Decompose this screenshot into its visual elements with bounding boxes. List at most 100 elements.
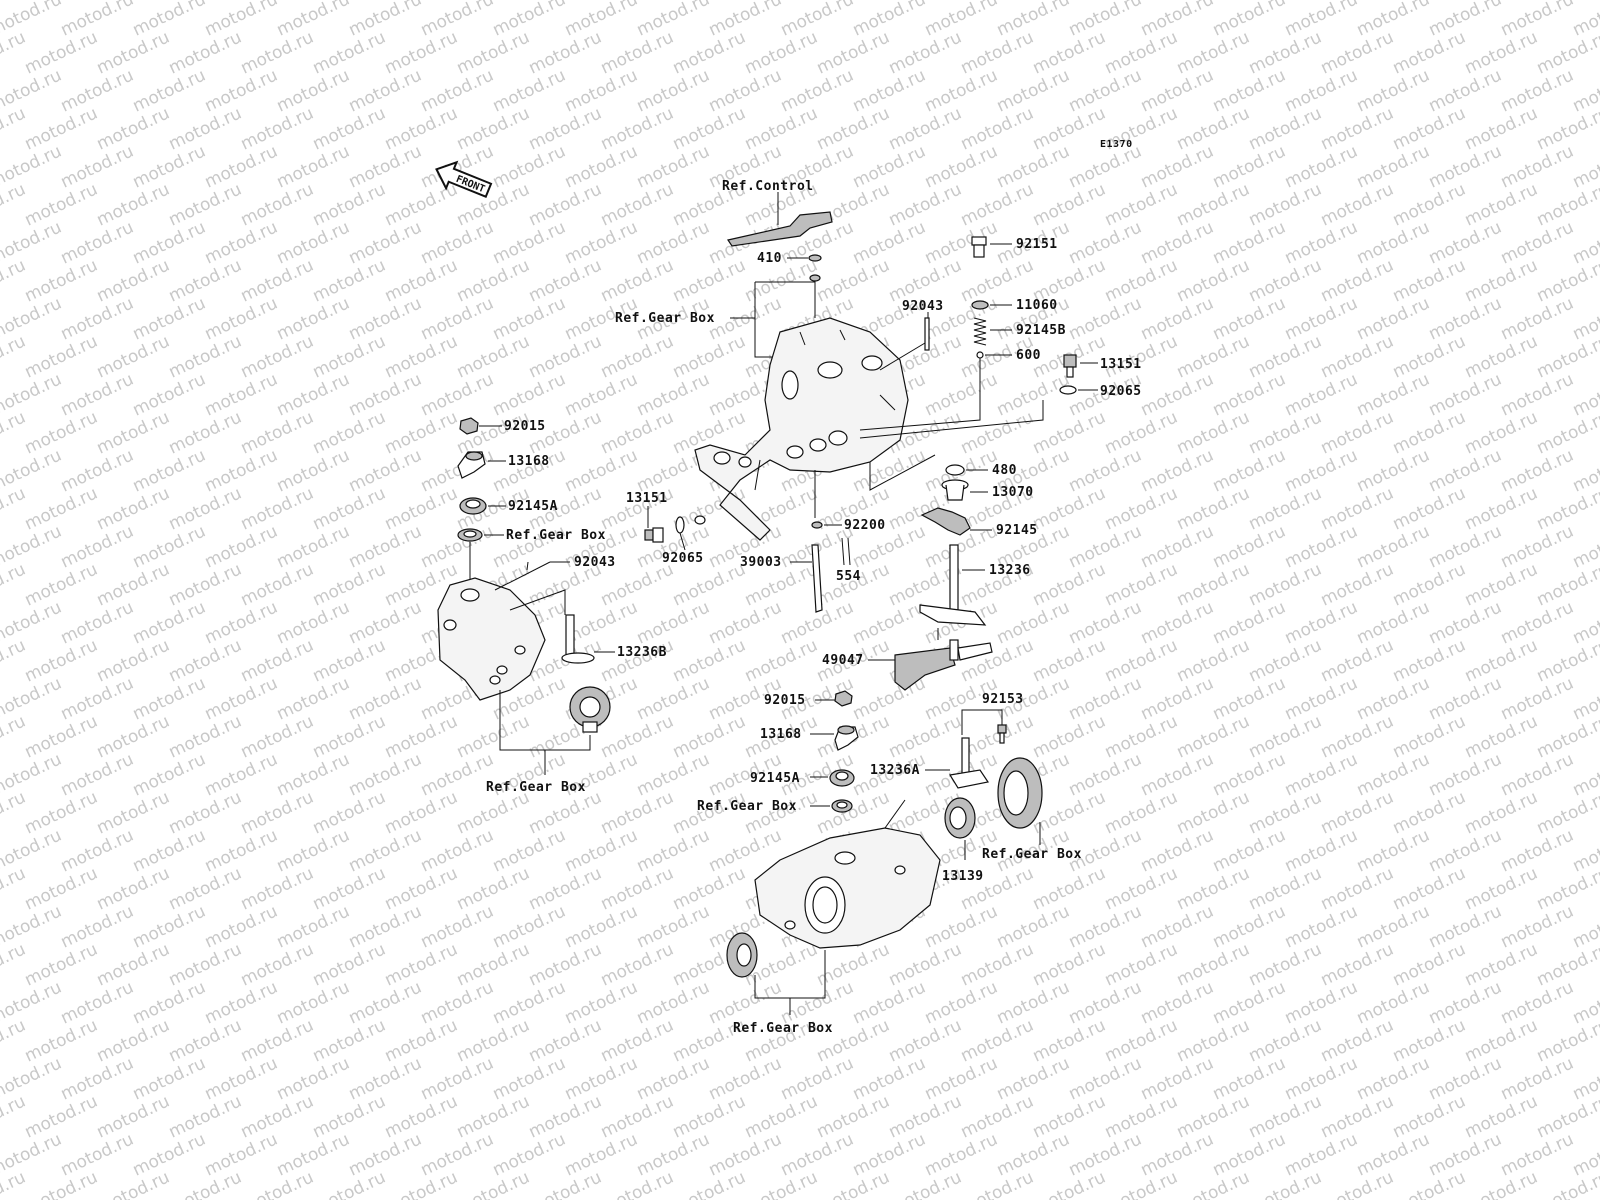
watermark-text: motod.ru (994, 977, 1073, 1028)
watermark-text: motod.ru (670, 27, 749, 78)
watermark-text: motod.ru (94, 863, 173, 914)
watermark-text: motod.ru (1354, 0, 1433, 41)
gear-13139 (944, 797, 976, 839)
watermark-text: motod.ru (742, 103, 821, 154)
watermark-text: motod.ru (166, 863, 245, 914)
watermark-text: motod.ru (238, 1091, 317, 1142)
watermark-text: motod.ru (130, 1129, 209, 1180)
label-92015-mid: 92015 (764, 693, 806, 708)
watermark-text: motod.ru (634, 141, 713, 192)
watermark-text: motod.ru (274, 673, 353, 724)
watermark-text: motod.ru (1138, 141, 1217, 192)
watermark-text: motod.ru (274, 749, 353, 800)
watermark-text: motod.ru (130, 445, 209, 496)
spring-92145A-left (459, 497, 487, 515)
watermark-text: motod.ru (454, 711, 533, 762)
watermark-text: motod.ru (1174, 939, 1253, 990)
watermark-text: motod.ru (1030, 939, 1109, 990)
watermark-text: motod.ru (1174, 711, 1253, 762)
watermark-text: motod.ru (1354, 901, 1433, 952)
watermark-text: motod.ru (490, 901, 569, 952)
watermark-text: motod.ru (742, 27, 821, 78)
watermark-text: motod.ru (382, 1091, 461, 1142)
bolt-92153 (997, 724, 1007, 744)
watermark-text: motod.ru (1282, 0, 1361, 41)
watermark-text: motod.ru (1030, 1015, 1109, 1066)
watermark-text: motod.ru (1426, 1053, 1505, 1104)
watermark-text: motod.ru (1498, 65, 1577, 116)
watermark-text: motod.ru (1354, 445, 1433, 496)
lower-gear-housing (754, 827, 941, 949)
watermark-text: motod.ru (202, 1129, 281, 1180)
watermark-text: motod.ru (94, 787, 173, 838)
watermark-text: motod.ru (634, 597, 713, 648)
label-13151-left: 13151 (626, 491, 668, 506)
watermark-text: motod.ru (346, 65, 425, 116)
label-13236A: 13236A (870, 763, 920, 778)
watermark-text: motod.ru (346, 217, 425, 268)
watermark-text: motod.ru (1246, 1015, 1325, 1066)
label-11060: 11060 (1016, 298, 1058, 313)
watermark-text: motod.ru (1210, 217, 1289, 268)
watermark-text: motod.ru (922, 141, 1001, 192)
label-ref-gear-box-right: Ref.Gear Box (982, 847, 1082, 862)
watermark-text: motod.ru (1426, 369, 1505, 420)
watermark-text: motod.ru (994, 141, 1073, 192)
watermark-text: motod.ru (58, 369, 137, 420)
watermark-text: motod.ru (1426, 977, 1505, 1028)
watermark-text: motod.ru (814, 559, 893, 610)
watermark-text: motod.ru (346, 977, 425, 1028)
watermark-text: motod.ru (598, 407, 677, 458)
watermark-text: motod.ru (1282, 673, 1361, 724)
watermark-text: motod.ru (958, 635, 1037, 686)
watermark-text: motod.ru (598, 863, 677, 914)
watermark-text: motod.ru (310, 787, 389, 838)
watermark-text: motod.ru (454, 331, 533, 382)
watermark-text: motod.ru (418, 977, 497, 1028)
watermark-text: motod.ru (1102, 863, 1181, 914)
watermark-text: motod.ru (346, 141, 425, 192)
watermark-text: motod.ru (22, 179, 101, 230)
watermark-text: motod.ru (58, 0, 137, 41)
watermark-text: motod.ru (1138, 1129, 1217, 1180)
watermark-text: motod.ru (274, 369, 353, 420)
watermark-text: motod.ru (1462, 483, 1541, 534)
watermark-text: motod.ru (1066, 445, 1145, 496)
watermark-text: motod.ru (1066, 521, 1145, 572)
watermark-text: motod.ru (922, 369, 1001, 420)
watermark-text: motod.ru (634, 825, 713, 876)
watermark-text: motod.ru (22, 635, 101, 686)
watermark-text: motod.ru (1066, 293, 1145, 344)
watermark-text: motod.ru (1426, 597, 1505, 648)
watermark-text: motod.ru (994, 1129, 1073, 1180)
upper-gear-housing (694, 317, 909, 541)
label-92145A-left: 92145A (508, 499, 558, 514)
watermark-text: motod.ru (526, 331, 605, 382)
watermark-text: motod.ru (598, 1015, 677, 1066)
watermark-text: motod.ru (886, 27, 965, 78)
watermark-text: motod.ru (598, 635, 677, 686)
watermark-text: motod.ru (1138, 369, 1217, 420)
watermark-text: motod.ru (1102, 559, 1181, 610)
watermark-text: motod.ru (0, 1015, 29, 1066)
watermark-text: motod.ru (346, 445, 425, 496)
lever-39003 (811, 544, 823, 613)
watermark-text: motod.ru (1030, 635, 1109, 686)
watermark-text: motod.ru (598, 27, 677, 78)
watermark-text: motod.ru (418, 901, 497, 952)
watermark-text: motod.ru (346, 521, 425, 572)
label-13139: 13139 (942, 869, 984, 884)
watermark-text: motod.ru (778, 65, 857, 116)
watermark-text: motod.ru (1426, 141, 1505, 192)
watermark-text: motod.ru (1498, 673, 1577, 724)
watermark-text: motod.ru (94, 179, 173, 230)
watermark-text: motod.ru (1282, 597, 1361, 648)
label-92200: 92200 (844, 518, 886, 533)
watermark-text: motod.ru (922, 65, 1001, 116)
watermark-text: motod.ru (1102, 1015, 1181, 1066)
watermark-text: motod.ru (1462, 559, 1541, 610)
watermark-text: motod.ru (346, 673, 425, 724)
watermark-text: motod.ru (1390, 1091, 1469, 1142)
watermark-text: motod.ru (94, 27, 173, 78)
watermark-text: motod.ru (22, 483, 101, 534)
